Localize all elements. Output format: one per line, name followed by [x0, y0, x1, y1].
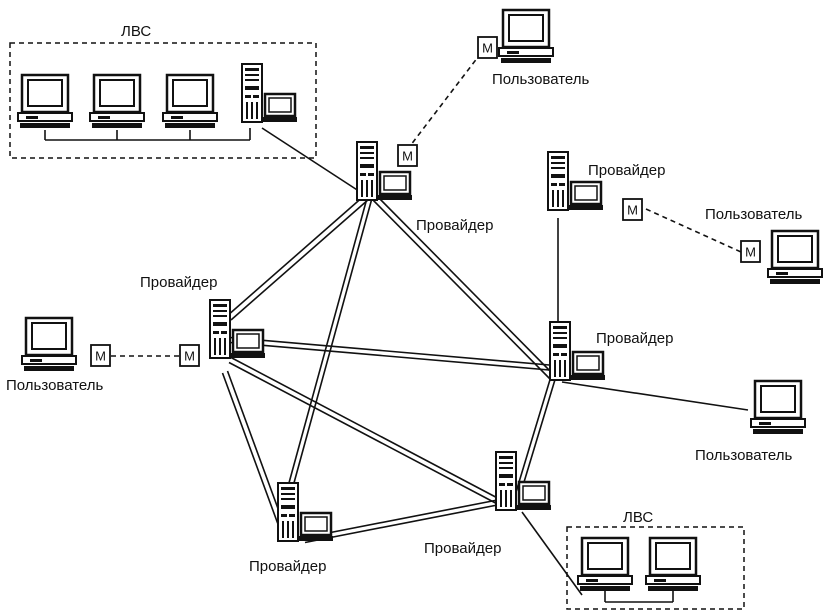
server-icon: [546, 150, 605, 212]
workstation-icon: [749, 379, 807, 436]
link-provider-left-bottom: [221, 370, 287, 532]
provider-label-upper-right: Провайдер: [588, 162, 665, 179]
lan-bottom-bus: [604, 590, 674, 603]
link-provider-left-center: [228, 356, 507, 509]
svg-text:М: М: [402, 149, 413, 164]
svg-text:М: М: [482, 41, 493, 56]
modems: М М М М М М: [90, 36, 761, 367]
provider-label-center: Провайдер: [424, 540, 501, 557]
access-links: [261, 127, 749, 596]
workstation-icon: [88, 73, 146, 130]
server-icon: [240, 62, 299, 124]
lan-boundary-top: [9, 42, 317, 159]
lan-boundary-bottom: [566, 526, 745, 610]
svg-text:М: М: [745, 245, 756, 260]
dialup-user-top: [406, 56, 479, 151]
workstation-icon: [161, 73, 219, 130]
workstation-icon: [576, 536, 634, 593]
link-lan-top-provider: [261, 127, 369, 198]
link-provider-top-left: [226, 194, 370, 321]
lan-label-top: ЛВС: [121, 23, 151, 40]
svg-text:М: М: [95, 349, 106, 364]
backbone-links: [221, 194, 557, 544]
server-icon: [208, 298, 267, 360]
modem-icon: М: [90, 344, 111, 367]
link-provider-center-right: [513, 377, 557, 498]
server-icon: [276, 481, 335, 543]
lan-bottom-workstations: [576, 536, 702, 593]
provider-label-right: Провайдер: [596, 330, 673, 347]
labels: ЛВС ЛВС Провайдер Провайдер Провайдер Пр…: [6, 23, 803, 575]
lan-boundaries: [9, 42, 745, 610]
provider-label-bottom: Провайдер: [249, 558, 326, 575]
workstation-icon: [16, 73, 74, 130]
workstation-icon: [766, 229, 824, 286]
workstation-icon: [644, 536, 702, 593]
link-provider-right-user: [561, 381, 749, 411]
svg-text:М: М: [627, 203, 638, 218]
workstation-icon: [20, 316, 78, 373]
user-label-left: Пользователь: [6, 377, 104, 394]
workstation-icon: [497, 8, 555, 65]
provider-label-left: Провайдер: [140, 274, 217, 291]
lan-top-workstations: [16, 73, 219, 130]
user-label-top: Пользователь: [492, 71, 590, 88]
server-icon: [494, 450, 553, 512]
provider-label-top: Провайдер: [416, 217, 493, 234]
lan-label-bottom: ЛВС: [623, 509, 653, 526]
user-label-right-lower: Пользователь: [695, 447, 793, 464]
svg-text:М: М: [184, 349, 195, 364]
link-provider-top-right: [371, 194, 556, 381]
modem-icon: М: [477, 36, 498, 59]
user-label-right-upper: Пользователь: [705, 206, 803, 223]
link-provider-center-lan: [521, 511, 583, 596]
link-provider-left-right: [229, 336, 556, 372]
modem-icon: М: [622, 198, 643, 221]
dial-up-links: [111, 56, 742, 357]
lan-top-bus: [44, 128, 251, 141]
link-provider-bottom-center: [304, 498, 501, 544]
modem-icon: М: [397, 144, 418, 167]
modem-icon: М: [740, 240, 761, 263]
modem-icon: М: [179, 344, 200, 367]
